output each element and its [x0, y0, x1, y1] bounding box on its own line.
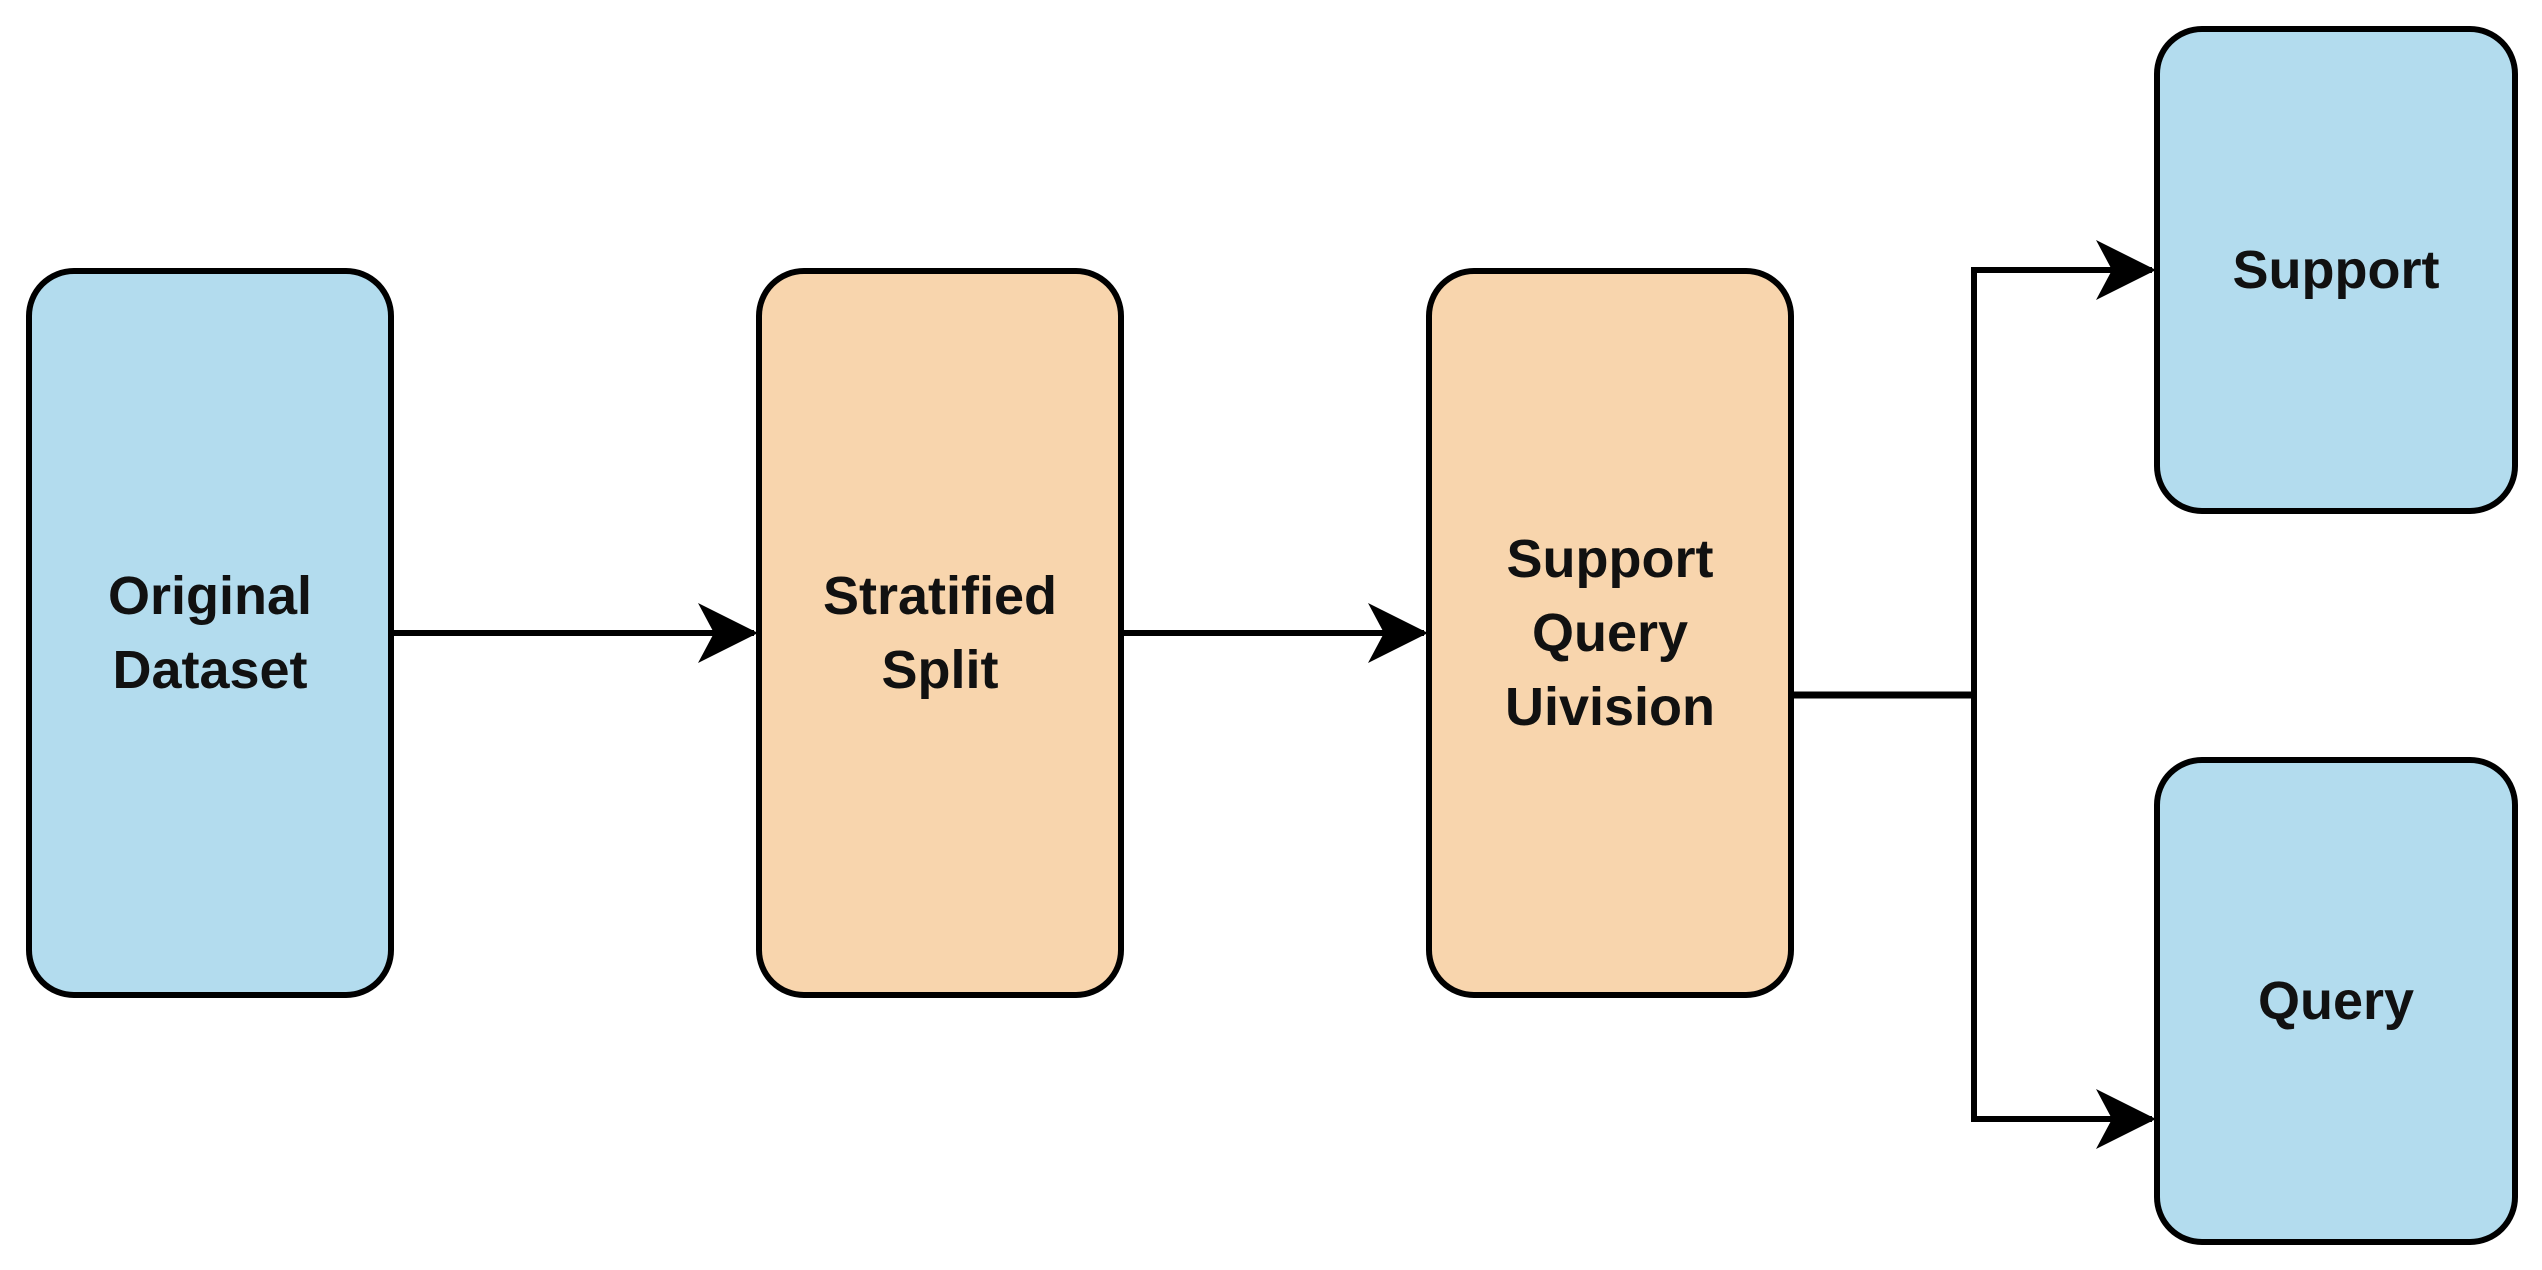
- node-support-query-division: Support Query Uivision: [1426, 268, 1794, 998]
- node-label: Stratified Split: [823, 559, 1057, 707]
- node-label-line: Split: [881, 640, 999, 700]
- node-label-line: Uivision: [1504, 677, 1716, 737]
- node-query: Query: [2154, 757, 2518, 1245]
- node-label-line: Dataset: [112, 640, 308, 700]
- node-label: Support Query Uivision: [1505, 522, 1715, 744]
- node-support: Support: [2154, 26, 2518, 514]
- node-original-dataset: Original Dataset: [26, 268, 394, 998]
- node-label-line: Query: [1531, 603, 1689, 663]
- node-label: Original Dataset: [108, 559, 312, 707]
- node-label-line: Original: [107, 566, 313, 626]
- node-label: Support: [2233, 233, 2440, 307]
- node-label-line: Stratified: [822, 566, 1058, 626]
- node-label-line: Support: [2232, 240, 2440, 300]
- node-label-line: Support: [1506, 529, 1714, 589]
- node-label: Query: [2258, 964, 2414, 1038]
- node-stratified-split: Stratified Split: [756, 268, 1124, 998]
- node-label-line: Query: [2257, 971, 2415, 1031]
